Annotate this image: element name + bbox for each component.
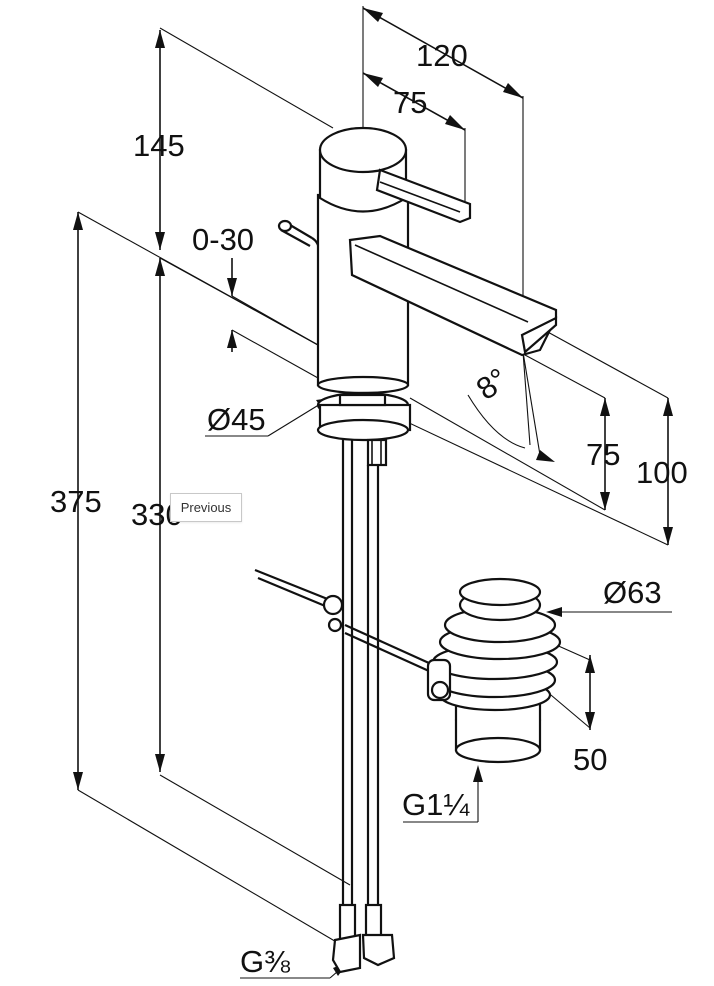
label-145: 145	[133, 128, 185, 163]
label-g1-quarter: G1¼	[402, 787, 470, 822]
label-0-30: 0-30	[192, 222, 254, 257]
label-50: 50	[573, 742, 607, 777]
label-g3-8: G⅜	[240, 944, 290, 979]
label-dia-45: Ø45	[207, 402, 266, 437]
label-75-top: 75	[393, 85, 427, 120]
previous-tooltip[interactable]: Previous	[170, 493, 242, 522]
label-angle-8: 8°	[470, 361, 514, 407]
label-120: 120	[416, 38, 468, 73]
label-75-right: 75	[586, 437, 620, 472]
label-375: 375	[50, 484, 102, 519]
faucet-body	[254, 126, 558, 974]
label-100: 100	[636, 455, 688, 490]
label-dia-63: Ø63	[603, 575, 662, 610]
dimension-lines	[73, 6, 673, 979]
pop-up-waste	[426, 577, 562, 764]
